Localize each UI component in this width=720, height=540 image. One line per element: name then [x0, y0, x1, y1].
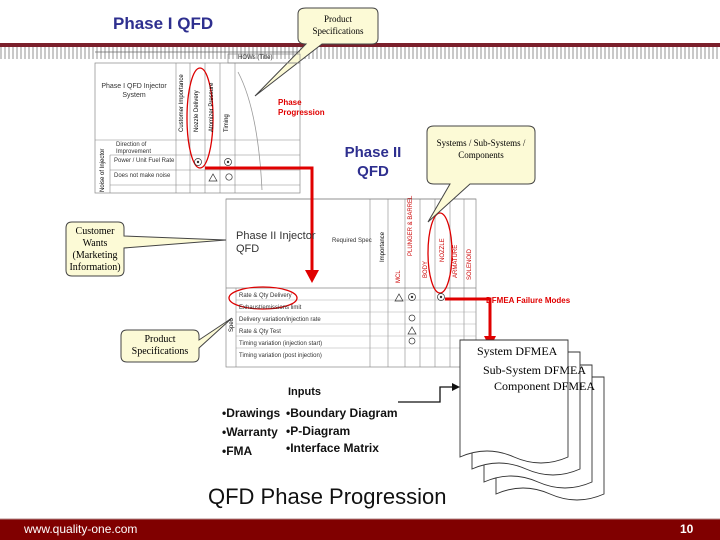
phase1-row-1: Power / Unit Fuel Rate — [114, 158, 175, 164]
required-spec-label: Required Spec — [332, 238, 372, 244]
subsystem-dfmea-label: Sub-System DFMEA — [483, 363, 587, 377]
footer-url[interactable]: www.quality-one.com — [24, 522, 138, 536]
phase1-title: Phase I QFD — [113, 14, 214, 33]
phase2-col-5: ARMATURE — [453, 244, 459, 278]
phase2-box-title: Phase II Injector QFD — [236, 230, 316, 255]
phase2-col-2: PLUNGER & BARREL — [408, 195, 414, 256]
input-boundary-diagram: •Boundary Diagram — [286, 406, 398, 420]
callout-product-spec-bottom — [120, 317, 233, 363]
systems-callout-text: Systems / Sub-Systems / Components — [436, 138, 526, 160]
phase2-col-6: SOLENOID — [467, 248, 473, 280]
phase-progression-arrow — [205, 166, 319, 283]
phase2-col-1: MCL — [396, 270, 402, 283]
phase2-row-1: Rate & Qty Delivery — [239, 293, 292, 299]
main-title: QFD Phase Progression — [208, 484, 447, 509]
phase1-table — [94, 51, 301, 194]
phase2-row-6: Timing variation (post injection) — [239, 353, 322, 359]
col-timing: Timing — [224, 114, 230, 132]
product-spec-callout-bottom-text: Product Specifications — [131, 334, 189, 357]
phase1-row-label: Noise of Injector — [100, 148, 106, 192]
callout-product-spec-top — [254, 7, 379, 97]
col-nozzle-delivery: Nozzle Delivery — [194, 90, 200, 132]
col-atomizer-pressure: Atomizer Pressure — [209, 82, 215, 132]
system-dfmea-label: System DFMEA — [477, 344, 558, 358]
inputs-heading: Inputs — [288, 386, 321, 398]
phase2-row-3: Delivery variation/injection rate — [239, 317, 321, 323]
callout-systems — [426, 125, 536, 223]
importance-label: Importance — [380, 231, 386, 262]
phase2-title: Phase II QFD — [344, 144, 402, 180]
col-customer-importance: Customer Importance — [179, 74, 185, 132]
inputs-arrow — [398, 383, 460, 403]
input-fma: •FMA — [222, 444, 253, 458]
phase-progression-label: Phase Progression — [278, 98, 325, 117]
phase2-col-3: BODY — [423, 260, 429, 278]
input-warranty: •Warranty — [222, 425, 278, 439]
callout-customer-wants — [65, 221, 227, 277]
dfmea-failure-modes-label: DFMEA Failure Modes — [486, 296, 571, 305]
phase2-table — [225, 198, 477, 368]
component-dfmea-label: Component DFMEA — [494, 379, 596, 393]
phase2-row-5: Timing variation (injection start) — [239, 341, 323, 347]
direction-label: Direction of Improvement — [116, 142, 152, 155]
dfmea-document-stack — [459, 339, 605, 501]
input-p-diagram: •P-Diagram — [286, 424, 351, 438]
phase1-row-2: Does not make noise — [114, 173, 171, 179]
phase2-col-4: NOZZLE — [440, 238, 446, 262]
hows-label: HOWs (Title) — [238, 55, 273, 61]
product-spec-callout-top-text: Product Specifications — [312, 14, 364, 36]
phase2-row-4: Rate & Qty Test — [239, 329, 281, 335]
phase2-row-label: Spec — [229, 318, 235, 332]
input-interface-matrix: •Interface Matrix — [286, 441, 379, 455]
top-band-pattern — [0, 47, 720, 59]
phase1-box-title: Phase I QFD Injector System — [101, 83, 167, 99]
customer-wants-callout-text: Customer Wants (Marketing Information) — [69, 226, 121, 273]
page-number: 10 — [680, 522, 694, 536]
footer-band — [0, 519, 720, 540]
phase2-row-2: Exhaust/emissions limit — [239, 305, 302, 311]
input-drawings: •Drawings — [222, 406, 281, 420]
top-band — [0, 43, 720, 47]
